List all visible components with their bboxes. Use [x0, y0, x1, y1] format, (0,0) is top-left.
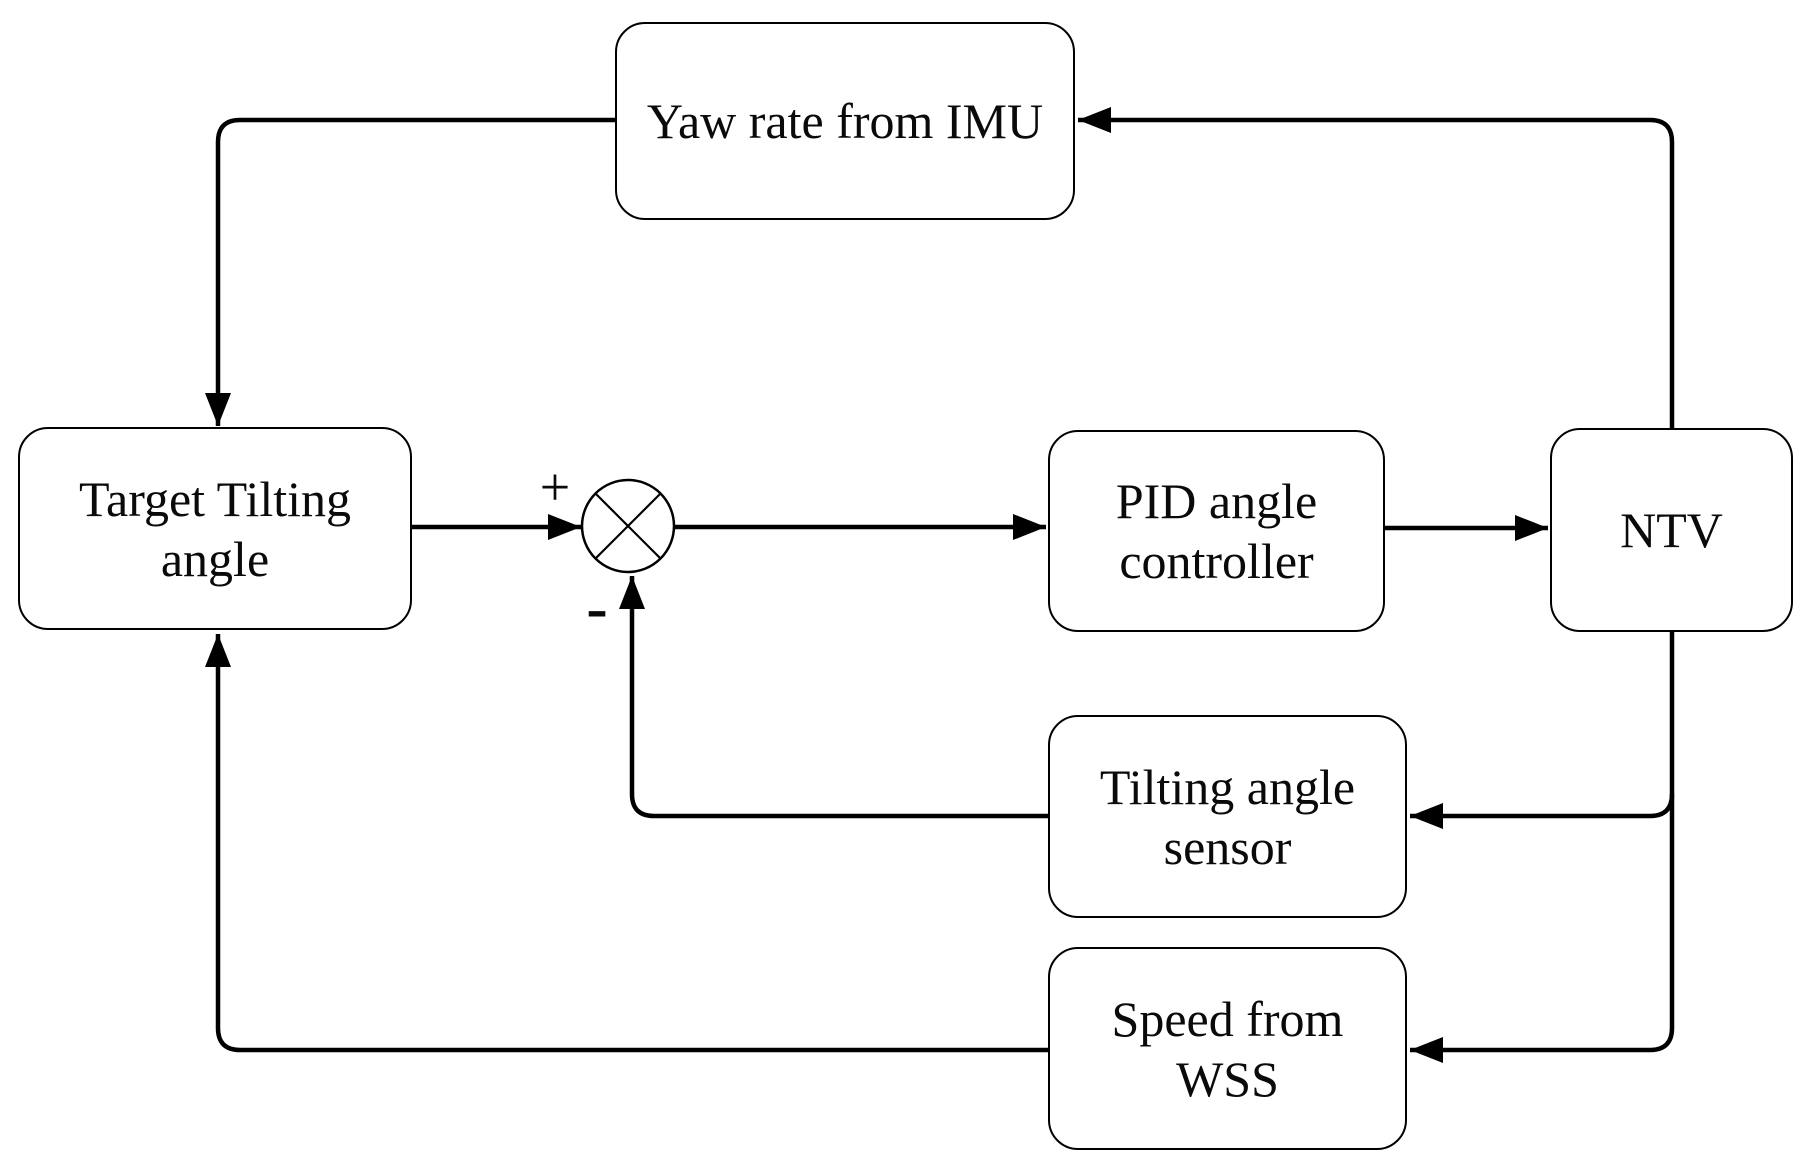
summing-plus-sign: + [539, 457, 571, 517]
edge-ntv-to-yaw-rate [1078, 107, 1675, 428]
node-target-tilting-angle: Target Tilting angle [18, 427, 412, 630]
node-ntv: NTV [1550, 428, 1793, 632]
summing-junction-cross-line [594, 492, 662, 560]
edge-tilting-sensor-to-summing [619, 576, 1048, 819]
edge-ntv-to-speed-wss [1410, 632, 1675, 1063]
node-tilting-angle-sensor: Tilting angle sensor [1048, 715, 1407, 918]
node-pid-angle-controller-label: PID angle controller [1115, 473, 1318, 589]
summing-junction [580, 478, 676, 574]
summing-minus-sign: - [586, 572, 608, 643]
edge-yaw-rate-to-target [205, 117, 615, 426]
node-pid-angle-controller: PID angle controller [1048, 430, 1385, 632]
edge-speed-wss-to-target [205, 634, 1048, 1053]
node-yaw-rate-imu: Yaw rate from IMU [615, 22, 1075, 220]
node-yaw-rate-imu-label: Yaw rate from IMU [646, 93, 1044, 149]
node-ntv-label: NTV [1620, 502, 1723, 558]
node-speed-wss: Speed from WSS [1048, 947, 1407, 1150]
node-target-tilting-angle-label: Target Tilting angle [78, 470, 352, 587]
node-tilting-angle-sensor-label: Tilting angle sensor [1099, 758, 1356, 875]
node-speed-wss-label: Speed from WSS [1111, 990, 1344, 1107]
edge-ntv-to-tilting-sensor [1410, 793, 1675, 829]
